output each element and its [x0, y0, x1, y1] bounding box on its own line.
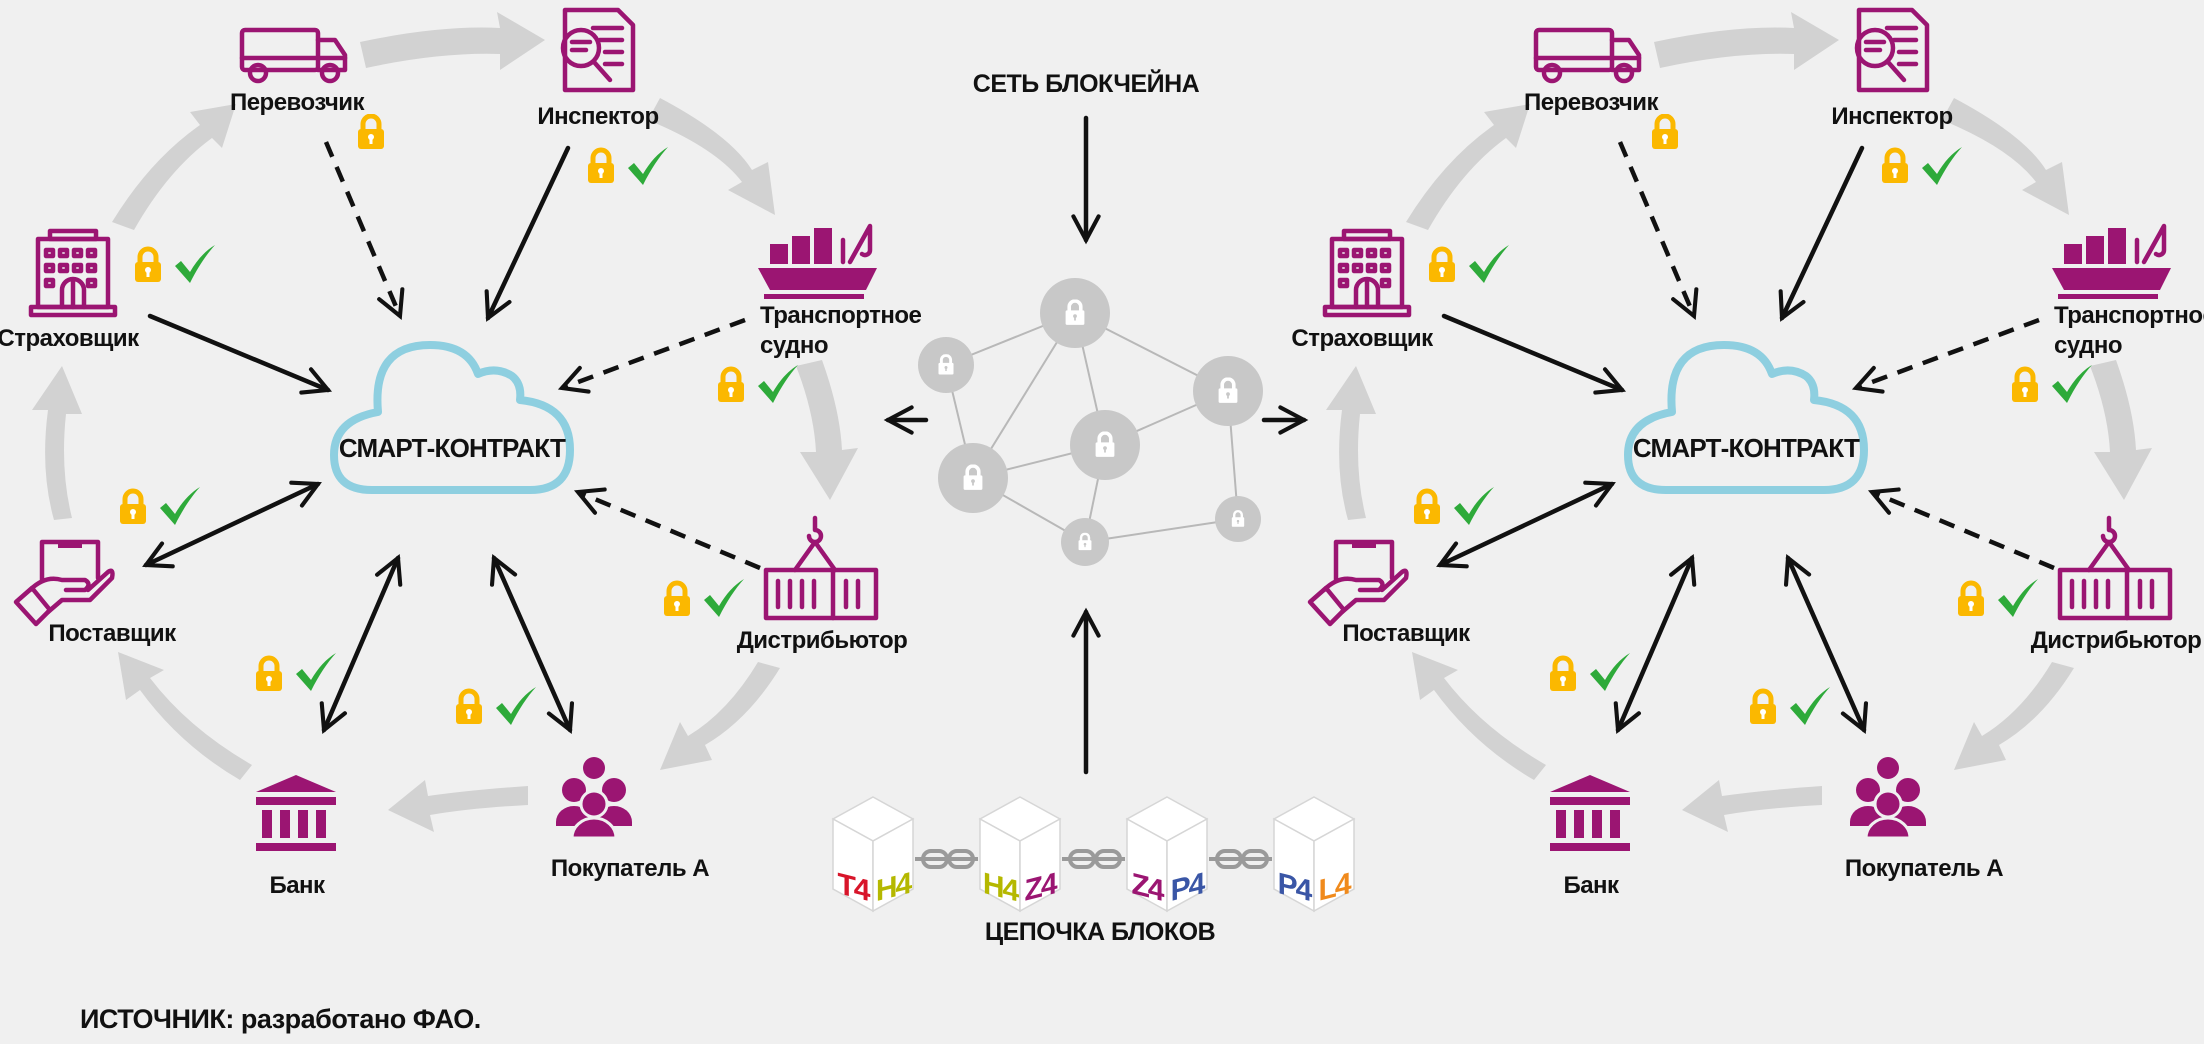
- people-group-icon: [556, 757, 632, 840]
- participant-insurer[interactable]: Страховщик: [0, 228, 215, 352]
- chain-link-icon: [1062, 849, 1125, 869]
- participant-label: Поставщик: [48, 620, 177, 647]
- network-node: [1193, 356, 1263, 426]
- block-hash-left: Z4: [1131, 867, 1164, 909]
- chain-link-icon: [1209, 849, 1272, 869]
- flow-arrow-insurer-to-carrier: [112, 104, 236, 230]
- participant-label: Банк: [269, 872, 326, 899]
- participant-distributor[interactable]: Дистрибьютор: [664, 515, 908, 654]
- contract-connectors: [142, 141, 761, 734]
- connector-distributor-dashed: [573, 487, 761, 571]
- participant-buyer[interactable]: Покупатель А: [456, 687, 710, 882]
- network-node: [918, 337, 974, 393]
- network-nodes: [918, 278, 1263, 566]
- lock-icon: [456, 691, 482, 724]
- supply-chain-cluster-right: [1291, 10, 2204, 899]
- lock-icon: [120, 491, 146, 524]
- check-icon: [496, 687, 536, 725]
- participant-label-line1: Транспортное: [760, 302, 922, 329]
- lock-icon: [135, 249, 161, 282]
- smart-contract-label: СМАРТ-КОНТРАКТ: [339, 433, 566, 463]
- smart-contract-cloud[interactable]: СМАРТ-КОНТРАКТ: [330, 341, 574, 494]
- participant-label: Перевозчик: [230, 89, 366, 116]
- source-note: ИСТОЧНИК: разработано ФАО.: [80, 1004, 481, 1034]
- check-icon: [160, 487, 200, 525]
- connector-supplier-bidirectional: [142, 480, 322, 569]
- connector-buyer-bidirectional: [489, 554, 575, 734]
- participant-label: Дистрибьютор: [737, 627, 908, 654]
- check-icon: [628, 147, 668, 185]
- supply-chain-cluster-left: СМАРТ-КОНТРАКТ Перевозчик: [0, 7, 922, 899]
- participant-bank[interactable]: Банк: [256, 653, 336, 899]
- connector-ship-dashed: [557, 317, 746, 394]
- participant-supplier[interactable]: Поставщик: [13, 487, 200, 647]
- network-node: [1061, 518, 1109, 566]
- connector-inspector: [484, 145, 571, 322]
- chain-links: [915, 849, 1272, 869]
- lock-icon: [664, 583, 690, 616]
- participant-label: Покупатель А: [551, 855, 709, 882]
- lock-icon: [358, 116, 384, 149]
- lock-icon: [588, 150, 614, 183]
- chain-link-icon: [915, 849, 978, 869]
- connector-insurer: [147, 313, 333, 395]
- network-title: СЕТЬ БЛОКЧЕЙНА: [973, 68, 1200, 98]
- cargo-ship-icon: [758, 223, 877, 299]
- participant-label: Инспектор: [537, 103, 658, 130]
- check-icon: [704, 579, 744, 617]
- check-icon: [296, 653, 336, 691]
- block-hash-left: T4: [837, 867, 870, 909]
- flow-arrow-distributor-to-buyer: [660, 662, 780, 770]
- check-icon: [758, 365, 798, 403]
- flow-arrow-bank-to-supplier: [118, 652, 252, 780]
- participant-inspector[interactable]: Инспектор: [537, 7, 668, 185]
- network-node: [1070, 410, 1140, 480]
- process-flow-arrows: [32, 12, 858, 832]
- hand-box-icon: [13, 539, 115, 627]
- block-hash-right: L4: [1318, 866, 1351, 908]
- lock-icon: [256, 658, 282, 691]
- cloud-icon: [330, 341, 574, 494]
- container-crane-icon: [763, 515, 879, 621]
- check-icon: [175, 245, 215, 283]
- participant-carrier[interactable]: Перевозчик: [230, 27, 384, 149]
- participant-label: Страховщик: [0, 325, 140, 352]
- truck-icon: [239, 27, 348, 84]
- flow-arrow-buyer-to-bank: [388, 780, 528, 832]
- flow-arrow-ship-to-distributor: [796, 360, 858, 500]
- block-hash-right: Z4: [1024, 866, 1057, 908]
- blockchain-network: СЕТЬ БЛОКЧЕЙНА: [883, 68, 1309, 566]
- participant-label-line2: судно: [760, 332, 828, 359]
- bank-icon: [256, 775, 336, 851]
- participant-ship[interactable]: Транспортное судно: [718, 223, 922, 403]
- document-search-icon: [560, 7, 636, 93]
- network-node: [1215, 496, 1261, 542]
- connector-bank-bidirectional: [319, 554, 403, 734]
- flow-arrow-carrier-to-inspector: [360, 12, 545, 70]
- connector-carrier-dashed: [323, 141, 405, 321]
- network-node: [1040, 278, 1110, 348]
- flow-arrow-inspector-to-ship: [648, 98, 775, 215]
- chain-title: ЦЕПОЧКА БЛОКОВ: [985, 918, 1215, 946]
- building-icon: [28, 228, 118, 318]
- flow-arrow-supplier-to-insurer: [32, 366, 82, 520]
- network-node: [938, 443, 1008, 513]
- lock-icon: [718, 369, 744, 402]
